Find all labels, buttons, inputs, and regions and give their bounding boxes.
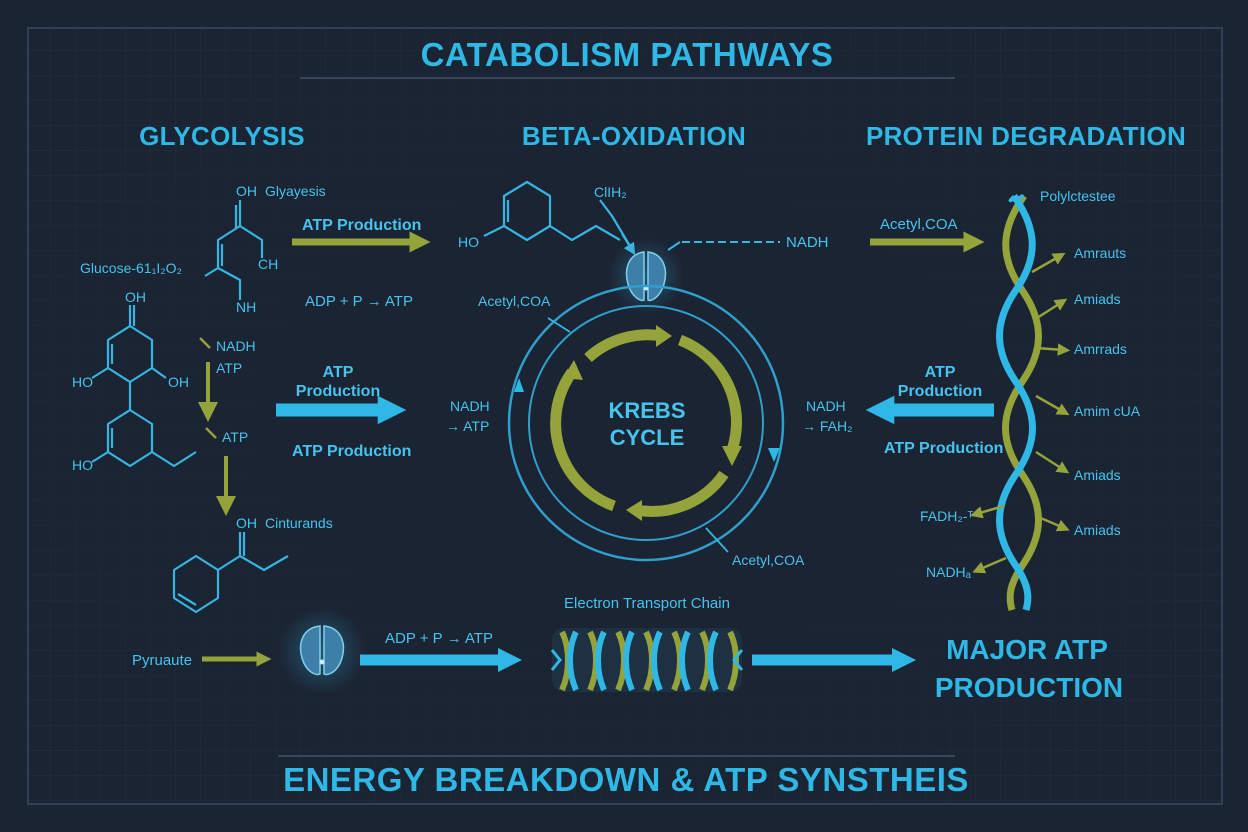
protein-fadh: FADH₂‐ᵀ xyxy=(920,508,974,524)
protein-double-helix xyxy=(996,193,1042,611)
adp-equation-top: ADP + P → ATP xyxy=(305,293,413,310)
electron-transport-chain-complex xyxy=(550,628,744,692)
atp-production-mid-line1: ATP xyxy=(323,364,354,381)
krebs-right-line1: NADH xyxy=(806,398,846,414)
protein-polyl: Polylctestee xyxy=(1040,188,1116,204)
atp-production-mid-label: ATP Production xyxy=(292,443,411,460)
adp-equation-bottom: ADP + P → ATP xyxy=(385,630,493,647)
helix-item-3: Amim cUA xyxy=(1074,403,1141,419)
enzyme-glow-top xyxy=(608,238,684,314)
helix-item-4: Amiads xyxy=(1074,467,1121,483)
protein-acetyl: Acetyl,COA xyxy=(880,216,958,233)
krebs-acetyl-bottom: Acetyl,COA xyxy=(732,552,805,568)
section-beta-oxidation: BETA-OXIDATION xyxy=(522,121,746,151)
beta-clih: ClIH₂ xyxy=(594,184,627,200)
glyco-ho-left: HO xyxy=(72,374,93,390)
helix-item-1: Amiads xyxy=(1074,291,1121,307)
beta-nadh: NADH xyxy=(786,234,829,251)
nadh-dashed-line xyxy=(667,241,681,251)
etc-label: Electron Transport Chain xyxy=(564,595,730,612)
helix-item-0: Amrauts xyxy=(1074,245,1126,261)
glyco-nadh: NADH xyxy=(216,338,256,354)
protein-atp-line2: Production xyxy=(898,383,982,400)
outer-frame xyxy=(27,27,1223,805)
atp-production-mid-line2: Production xyxy=(296,383,380,400)
pyruvate-label: Pyruaute xyxy=(132,652,192,669)
atp-production-top-label: ATP Production xyxy=(302,217,421,234)
glycolysis-molecule-top xyxy=(204,200,264,300)
helix-item-5: Amiads xyxy=(1074,522,1121,538)
glyco-oh-mid: OH xyxy=(125,289,146,305)
glyco-tick-nadh xyxy=(199,337,211,349)
enzyme-icon-bottom xyxy=(299,625,345,676)
krebs-left-line1: NADH xyxy=(450,398,490,414)
krebs-title-line2: CYCLE xyxy=(610,425,685,450)
section-glycolysis: GLYCOLYSIS xyxy=(139,121,305,151)
glyco-atp-small-2: ATP xyxy=(222,429,248,445)
footer-title: ENERGY BREAKDOWN & ATP SYNSTHEIS xyxy=(283,761,969,798)
major-atp-line2: PRODUCTION xyxy=(935,672,1123,703)
enzyme-icon-top xyxy=(625,251,667,302)
major-atp-line1: MAJOR ATP xyxy=(946,634,1108,665)
glyco-glucose: Glucose-61₁I₂O₂ xyxy=(80,260,182,276)
beta-ho: HO xyxy=(458,234,479,250)
protein-atp-line1: ATP xyxy=(925,364,956,381)
glycolysis-molecule-bottom xyxy=(172,532,289,614)
krebs-acetyl-top: Acetyl,COA xyxy=(478,293,551,309)
glyco-oh-right: OH xyxy=(168,374,189,390)
helix-branch-arrows xyxy=(969,252,1071,574)
helix-item-2: Amrrads xyxy=(1074,341,1127,357)
glyco-ho-bottom: HO xyxy=(72,457,93,473)
helix-item-labels: Amrauts Amiads Amrrads Amim cUA Amiads A… xyxy=(1074,245,1141,538)
glyco-cinturands: Cinturands xyxy=(265,515,333,531)
glyco-nh: NH xyxy=(236,299,256,315)
page-title: CATABOLISM PATHWAYS xyxy=(421,36,834,73)
glyco-oh-low: OH xyxy=(236,515,257,531)
glyco-oh-top: OH xyxy=(236,183,257,199)
glyco-tick-atp xyxy=(205,427,217,439)
krebs-left-line2: → ATP xyxy=(446,418,489,434)
glyco-atp-small: ATP xyxy=(216,360,242,376)
section-protein-degradation: PROTEIN DEGRADATION xyxy=(866,121,1186,151)
krebs-cycle xyxy=(507,284,785,562)
protein-nadh: NADHₐ xyxy=(926,564,972,580)
enzyme-glow-bottom xyxy=(278,607,366,695)
protein-atp-production-label: ATP Production xyxy=(884,440,1003,457)
glyco-ch: CH xyxy=(258,256,278,272)
krebs-title-line1: KREBS xyxy=(608,398,685,423)
glyco-glyayesis: Glyayesis xyxy=(265,183,326,199)
krebs-right-line2: → FAH₂ xyxy=(802,418,853,434)
glycolysis-molecule-mid xyxy=(91,305,197,468)
